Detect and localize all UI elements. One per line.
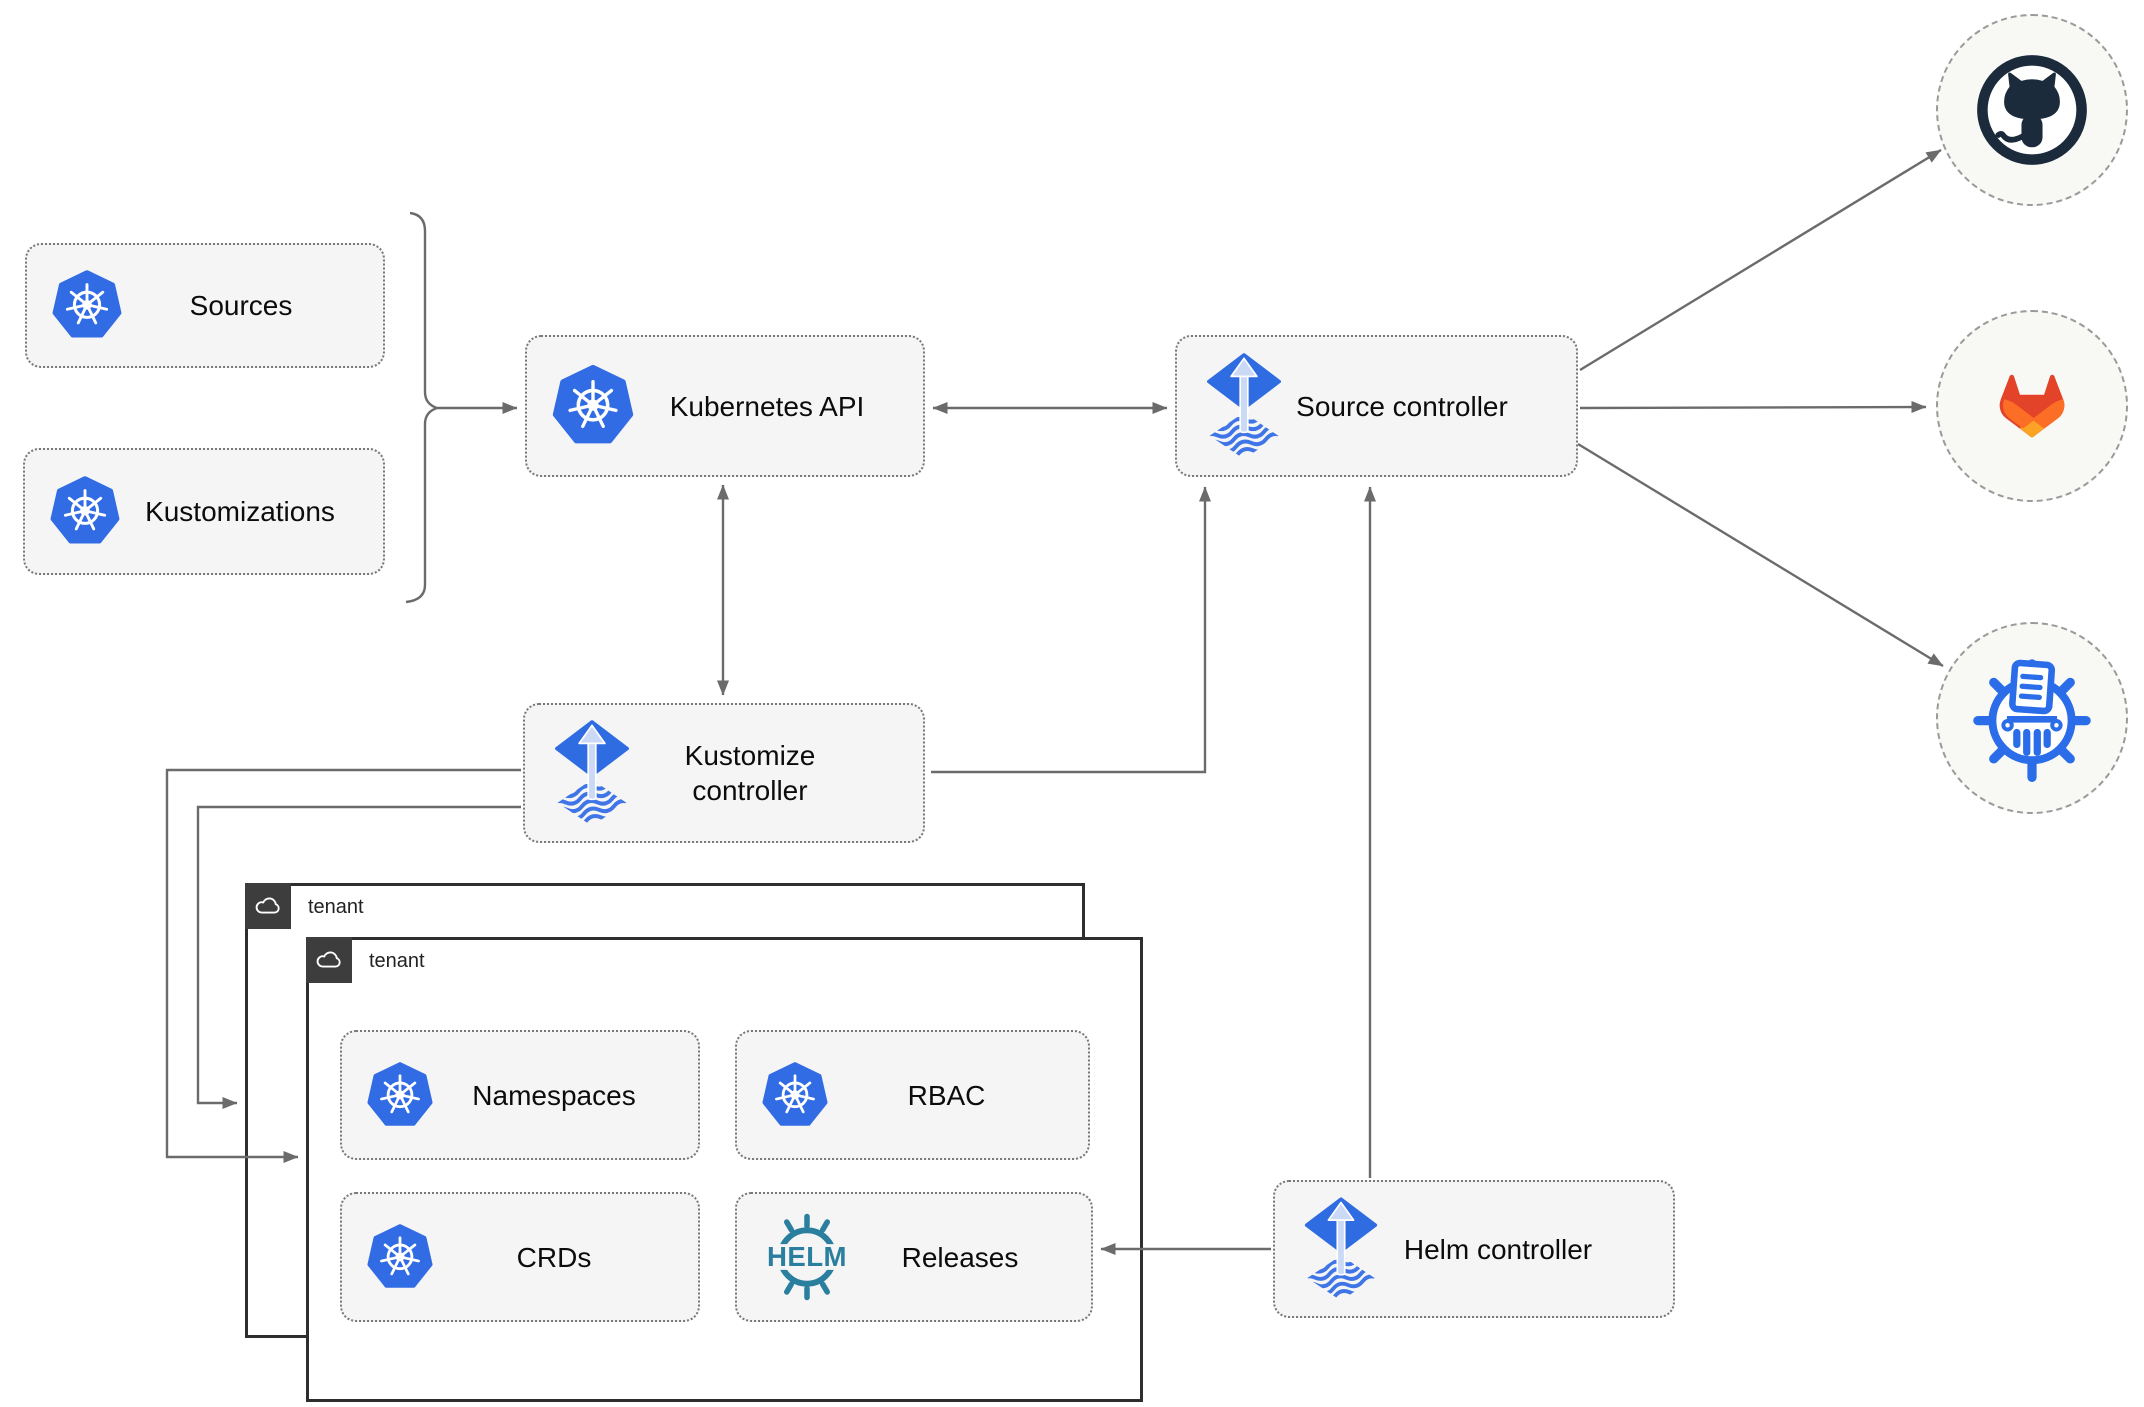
- node-label: Releases: [901, 1241, 1019, 1273]
- node-label: Kustomizations: [145, 496, 335, 527]
- node-label: Kustomize controller: [684, 740, 816, 806]
- helm-icon: HELM: [761, 1211, 853, 1303]
- node-sources: Sources: [25, 243, 385, 368]
- edge-kustomize-controller-to-source-controller: [931, 486, 1211, 774]
- node-label: Helm controller: [1403, 1233, 1593, 1265]
- kubernetes-icon: [366, 1060, 434, 1131]
- tenant-label: tenant: [308, 896, 364, 918]
- node-label: RBAC: [907, 1079, 986, 1111]
- node-helm-controller: Helm controller: [1273, 1180, 1675, 1318]
- tenant-group-front: tenant: [306, 937, 1143, 1402]
- node-kustomize-controller: Kustomize controller: [523, 703, 925, 843]
- kubernetes-icon: [51, 268, 123, 343]
- node-label: Kubernetes API: [669, 390, 865, 422]
- node-releases: HELM Releases: [735, 1192, 1093, 1322]
- node-namespaces: Namespaces: [340, 1030, 700, 1160]
- external-github: [1936, 14, 2128, 206]
- node-rbac: RBAC: [735, 1030, 1090, 1160]
- flux-icon: [1201, 353, 1287, 460]
- helm-logo-text: HELM: [767, 1241, 847, 1272]
- cloud-icon: [306, 937, 352, 983]
- github-octocat-icon: [1977, 55, 2087, 165]
- tenant-label: tenant: [369, 950, 425, 972]
- flux-icon: [549, 720, 635, 827]
- kubernetes-icon: [366, 1222, 434, 1293]
- flux-icon: [1299, 1197, 1383, 1302]
- node-label: CRDs: [516, 1241, 592, 1273]
- node-label: Source controller: [1296, 390, 1508, 422]
- gitlab-tanuki-icon: [1999, 374, 2065, 438]
- registry-wheel-icon: [1973, 659, 2091, 783]
- node-label: Sources: [189, 290, 293, 321]
- kubernetes-icon: [551, 362, 635, 450]
- node-kubernetes-api: Kubernetes API: [525, 335, 925, 477]
- node-label: Namespaces: [472, 1079, 636, 1111]
- external-gitlab: [1936, 310, 2128, 502]
- node-source-controller: Source controller: [1175, 335, 1578, 477]
- kubernetes-icon: [761, 1060, 829, 1131]
- brace-sources-kustomizations: [405, 211, 441, 604]
- edge-source-controller-to-gitlab: [1579, 401, 1927, 414]
- node-crds: CRDs: [340, 1192, 700, 1322]
- edge-source-controller-to-github: [1579, 148, 1942, 372]
- node-kustomizations: Kustomizations: [23, 448, 385, 575]
- external-registry: [1936, 622, 2128, 814]
- cloud-icon: [245, 883, 291, 929]
- edge-source-controller-to-registry: [1577, 442, 1944, 668]
- kubernetes-icon: [49, 474, 121, 549]
